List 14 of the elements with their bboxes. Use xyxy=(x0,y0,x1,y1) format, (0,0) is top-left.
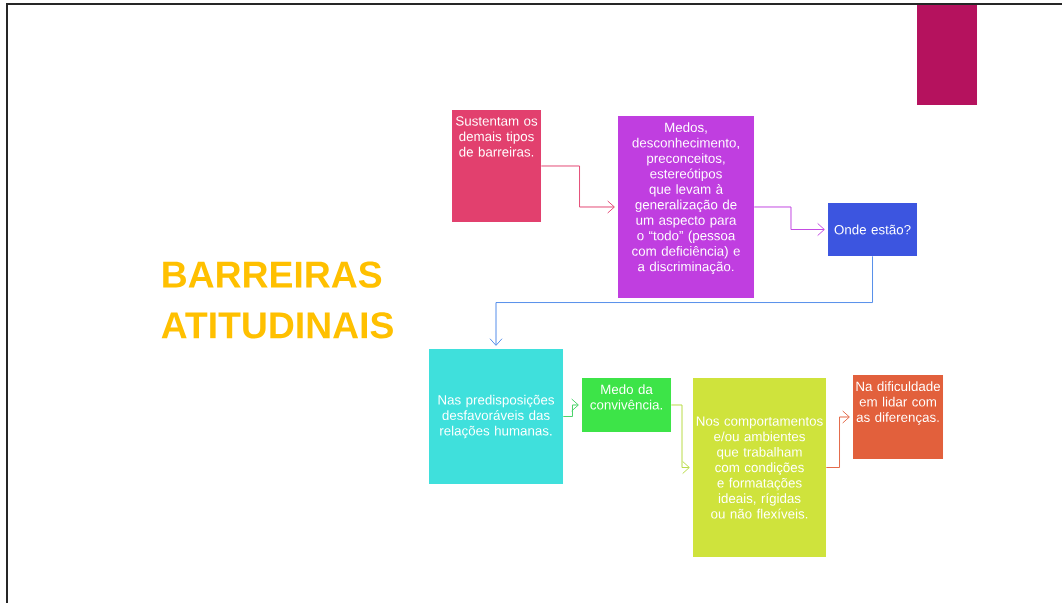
text-box: Nas predisposições desfavoráveis das relações humanas. xyxy=(429,349,563,484)
title: BARREIRAS ATITUDINAIS xyxy=(161,261,393,339)
arrow xyxy=(562,398,579,417)
text-box: Nos comportamentos e/ou ambientes que trabalham com condições e formatações ideais, rígidas ou não flexíveis. xyxy=(693,378,826,557)
arrow xyxy=(670,404,690,474)
text-box: Sustentam os demais tipos de barreiras. xyxy=(452,110,541,222)
arrow xyxy=(753,206,825,236)
arrow xyxy=(825,410,850,468)
text-box: Na dificuldade em lidar com as diferenças. xyxy=(853,375,943,459)
text-box: Medos, desconhecimento, preconceitos, estereótipos que levam à generalização de um aspecto para o “todo” (pessoa com deficiência) e a discriminação. xyxy=(618,116,754,298)
arrow xyxy=(489,255,873,346)
text-box: Medo da convivência. xyxy=(582,378,671,432)
text-box: Onde estão? xyxy=(828,203,917,256)
arrow xyxy=(540,165,615,214)
